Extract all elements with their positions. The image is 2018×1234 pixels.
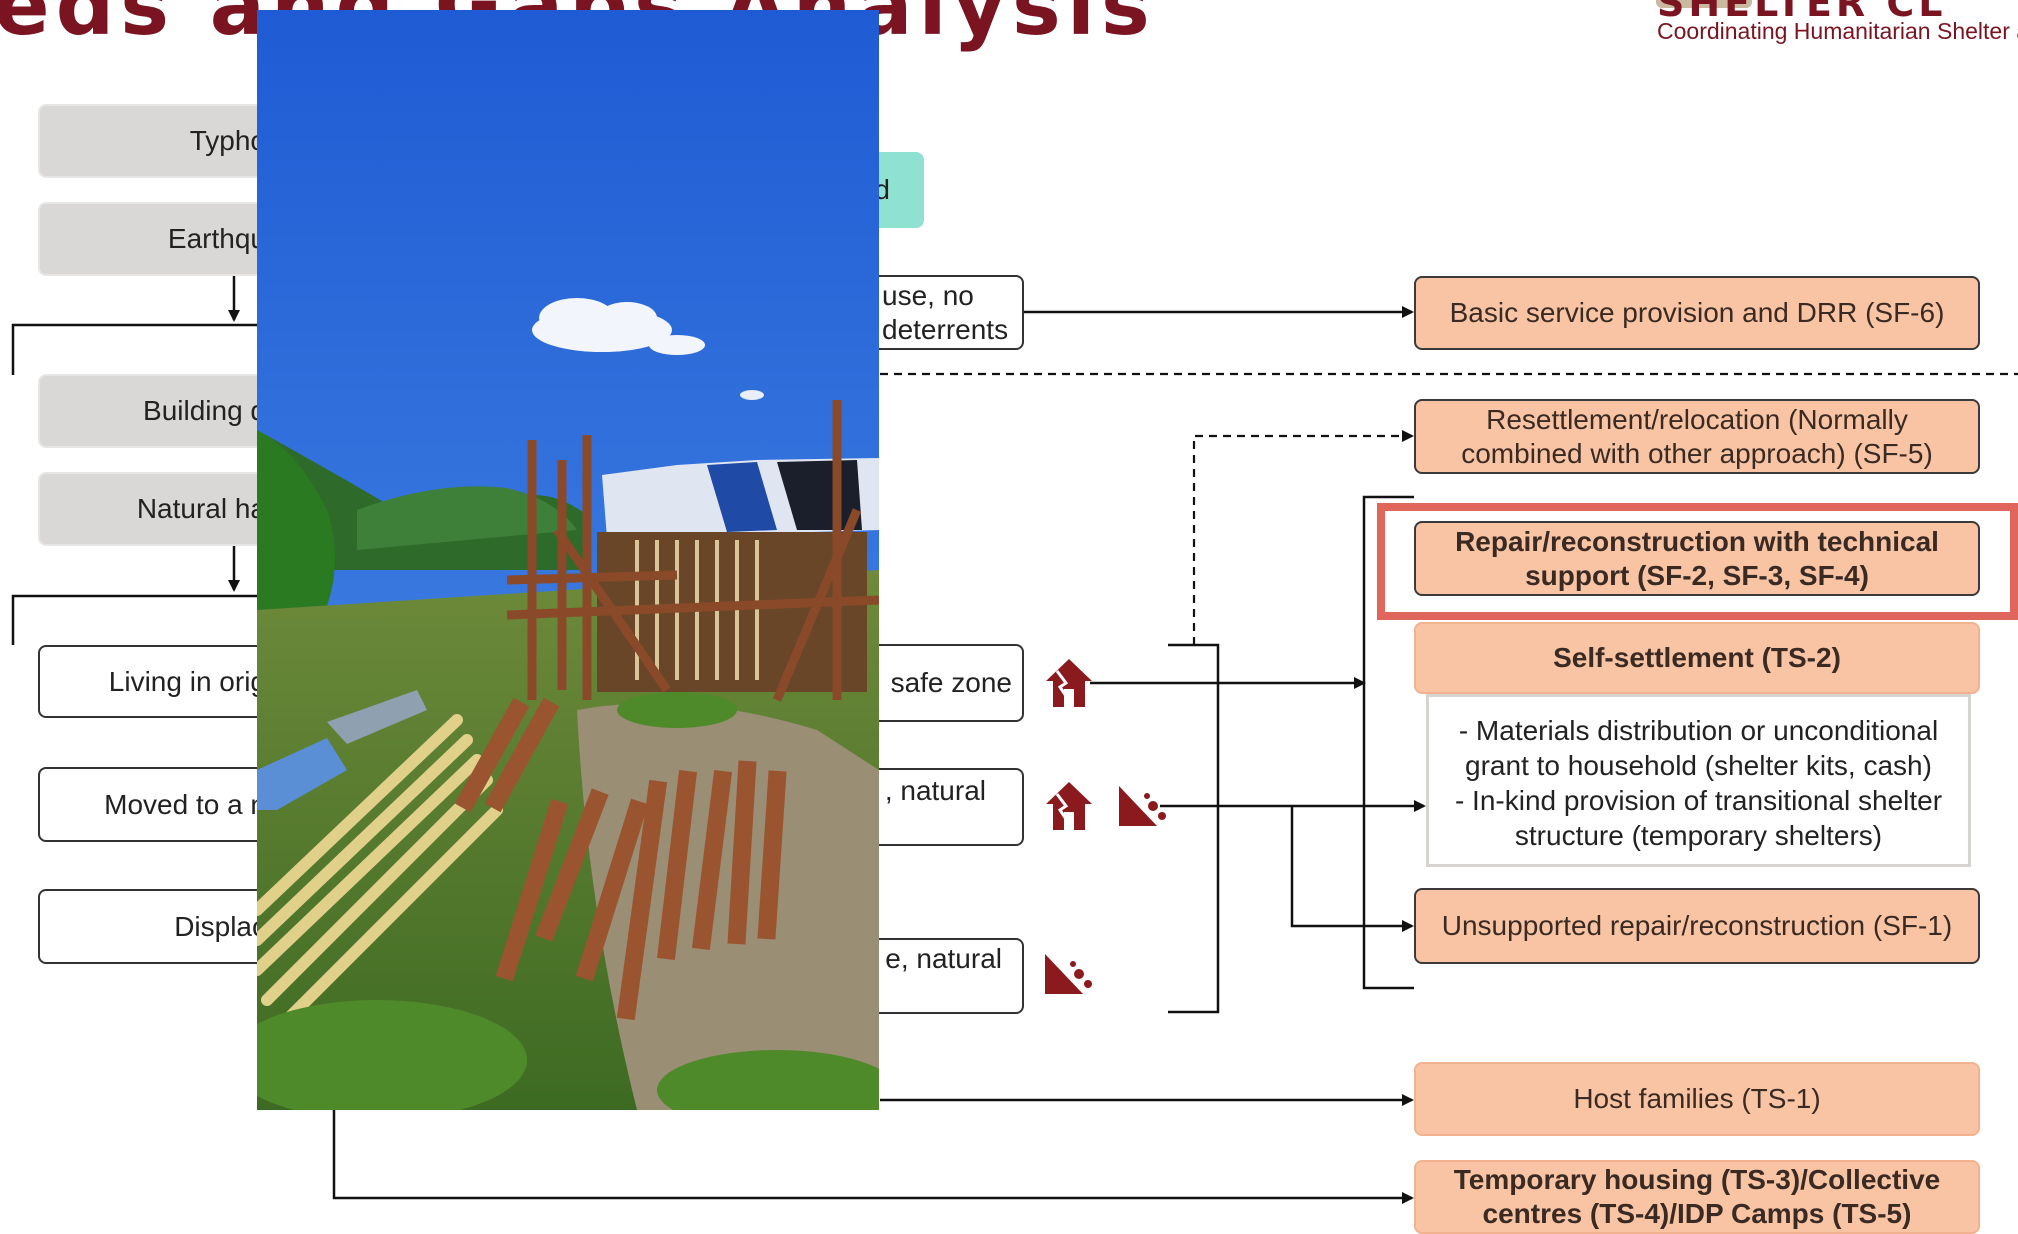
landslide-icon <box>1119 786 1166 826</box>
highlight-frame <box>1377 503 2018 620</box>
response-sf234: Repair/reconstruction with technical sup… <box>1414 521 1980 596</box>
logo-text: SHELTER CL <box>1657 0 1947 25</box>
impact-box-building: Building d <box>38 374 268 448</box>
response-label: Basic service provision and DRR (SF-6) <box>1449 297 1945 329</box>
hazard-box-typhoon: Typho <box>38 104 268 178</box>
situation-label: Moved to a n <box>104 788 266 820</box>
ts2-details-list: - Materials distribution or unconditiona… <box>1426 694 1971 867</box>
situation-box-living: Living in orig <box>38 645 268 718</box>
photo-illustration <box>257 10 879 1110</box>
response-ts2: Self-settlement (TS-2) <box>1414 622 1980 694</box>
impact-label: Building d <box>143 395 266 427</box>
situation-box-moved: Moved to a n <box>38 767 268 842</box>
response-sf5: Resettlement/relocation (Normally combin… <box>1414 399 1980 474</box>
response-label: Unsupported repair/reconstruction (SF-1) <box>1441 910 1953 942</box>
response-label: Self-settlement (TS-2) <box>1553 642 1841 674</box>
response-label: Temporary housing (TS-3)/Collective cent… <box>1453 1164 1941 1229</box>
impact-box-natural: Natural ha <box>38 472 268 546</box>
situation-label: Living in orig <box>108 665 266 697</box>
list-item: grant to household (shelter kits, cash) <box>1465 750 1932 781</box>
response-sf1: Unsupported repair/reconstruction (SF-1) <box>1414 888 1980 964</box>
list-item: structure (temporary shelters) <box>1514 820 1883 851</box>
response-sf6: Basic service provision and DRR (SF-6) <box>1414 276 1980 350</box>
shelter-damage-photo <box>257 10 879 1110</box>
response-label: Host families (TS-1) <box>1573 1083 1821 1115</box>
hazard-box-earthquake: Earthqu <box>38 202 268 276</box>
situation-box-displaced: Displac <box>38 889 268 964</box>
condition-label: , natural <box>884 775 986 806</box>
response-ts345: Temporary housing (TS-3)/Collective cent… <box>1414 1160 1980 1234</box>
condition-label: e, natural <box>885 943 1002 974</box>
logo-subtitle: Coordinating Humanitarian Shelter a <box>1657 18 2018 44</box>
situation-label: Displac <box>174 910 266 942</box>
impact-label: Natural ha <box>136 493 266 525</box>
hazard-label: Typho <box>189 125 266 157</box>
house-icon <box>1046 782 1092 830</box>
response-ts1: Host families (TS-1) <box>1414 1062 1980 1136</box>
response-label: Resettlement/relocation (Normally combin… <box>1461 403 1933 469</box>
hazard-label: Earthqu <box>167 223 266 255</box>
condition-label: safe zone <box>890 667 1012 699</box>
response-label: Repair/reconstruction with technical sup… <box>1455 525 1939 591</box>
list-item: - Materials distribution or unconditiona… <box>1458 715 1939 746</box>
logo-mark <box>1656 0 1752 8</box>
list-item: - In-kind provision of transitional shel… <box>1454 785 1943 816</box>
landslide-icon <box>1045 954 1092 994</box>
house-icon <box>1046 659 1092 707</box>
condition-label: use, no deterrents <box>882 279 1009 345</box>
